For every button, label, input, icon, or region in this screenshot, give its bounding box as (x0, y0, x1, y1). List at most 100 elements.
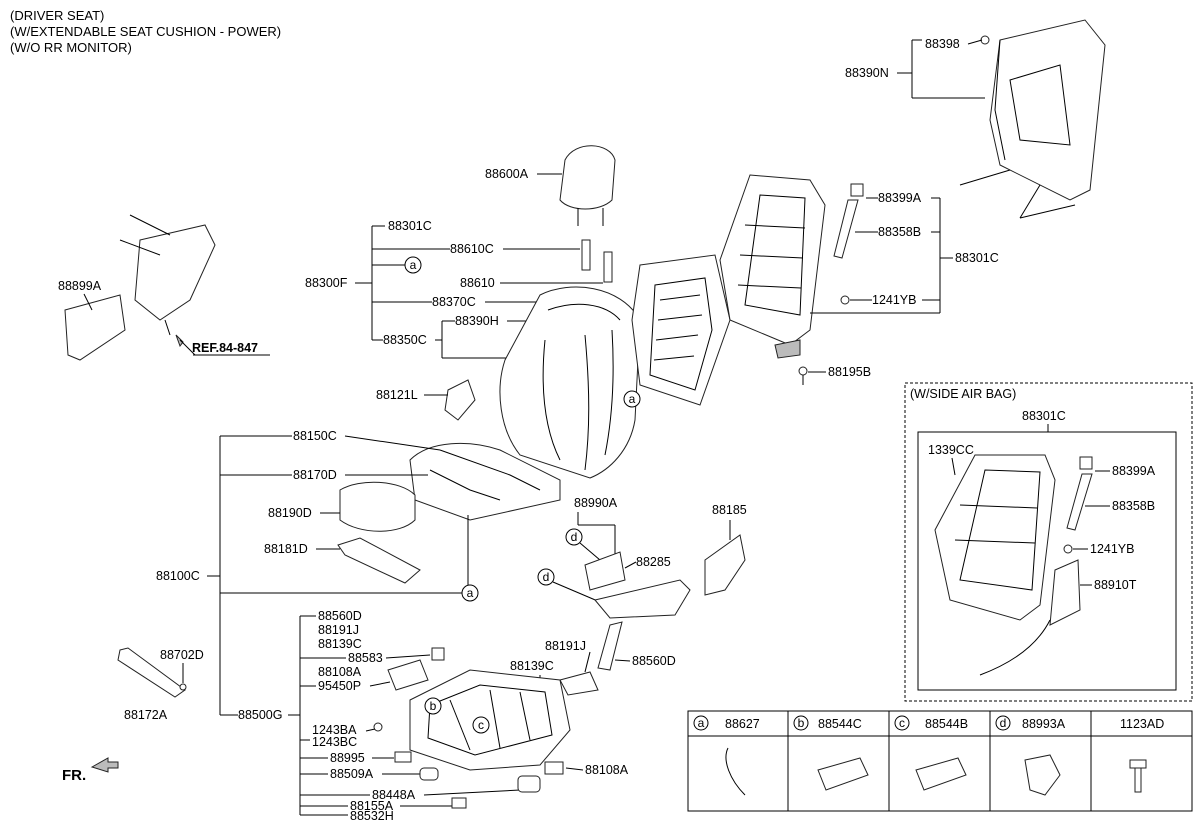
bolt-icon (1063, 544, 1073, 554)
switch-88990A (584, 551, 626, 591)
label-88285: 88285 (636, 555, 671, 569)
clip-icon (980, 35, 990, 45)
legend-key-c (894, 715, 910, 731)
sab-label-88301C: 88301C (1022, 409, 1066, 423)
svg-text:a: a (467, 586, 474, 600)
label-88301C-left: 88301C (388, 219, 432, 233)
seat-cushion-frame (409, 669, 571, 771)
label-88172A: 88172A (124, 708, 168, 722)
label-88702D: 88702D (160, 648, 204, 662)
legend-key-b (793, 715, 809, 731)
label-88583: 88583 (348, 651, 383, 665)
label-88150C: 88150C (293, 429, 337, 443)
clip-88702D (179, 683, 187, 691)
side-trim-88121L (444, 379, 476, 421)
label-88399A: 88399A (878, 191, 922, 205)
label-88610: 88610 (460, 276, 495, 290)
label-88191J-left: 88191J (318, 623, 359, 637)
callout-d (537, 568, 555, 586)
seatback-pad (631, 254, 731, 406)
label-88170D: 88170D (293, 468, 337, 482)
front-direction-label: FR. (62, 767, 86, 784)
label-88990A: 88990A (574, 496, 618, 510)
svg-text:a: a (629, 392, 636, 406)
headrest-guide-88610C (581, 239, 591, 271)
label-88139C-left: 88139C (318, 637, 362, 651)
label-88390N: 88390N (845, 66, 889, 80)
sab-label-88399A: 88399A (1112, 464, 1156, 478)
wire-clip-icon (725, 747, 746, 796)
label-88390H: 88390H (455, 314, 499, 328)
callout-c (472, 716, 490, 734)
label-88139C-right: 88139C (510, 659, 554, 673)
label-1243BC: 1243BC (312, 735, 357, 749)
sab-label-88358B: 88358B (1112, 499, 1155, 513)
bolt-icon (798, 366, 808, 376)
cushion-cover (409, 442, 561, 521)
label-88195B: 88195B (828, 365, 871, 379)
connector-88191J (559, 671, 599, 696)
motor-88509A (419, 767, 439, 781)
label-88300F: 88300F (305, 276, 348, 290)
sab-label-1339CC: 1339CC (928, 443, 974, 457)
side-airbag-module (1049, 559, 1081, 626)
label-88108A-left: 88108A (318, 665, 362, 679)
clip-strip-c-icon (915, 757, 967, 791)
label-88370C: 88370C (432, 295, 476, 309)
bracket-88899A (64, 214, 216, 361)
label-1243BA: 1243BA (312, 723, 357, 737)
ref-84-847-link[interactable]: REF.84-847 (192, 341, 258, 355)
header-line-2: (W/EXTENDABLE SEAT CUSHION - POWER) (10, 24, 281, 39)
sab-rod (1066, 473, 1093, 531)
label-88500G: 88500G (238, 708, 282, 722)
callout-a (623, 390, 641, 408)
seatback-rear-cover (959, 19, 1106, 219)
label-88191J-right: 88191J (545, 639, 586, 653)
label-88358B: 88358B (878, 225, 921, 239)
headrest-guide-88610 (603, 251, 613, 283)
sab-label-1241YB: 1241YB (1090, 542, 1134, 556)
label-88121L: 88121L (376, 388, 418, 402)
side-airbag-title: (W/SIDE AIR BAG) (910, 387, 1016, 401)
lumbar-connector (850, 183, 864, 197)
svg-text:b: b (798, 716, 805, 730)
seatback-frame (719, 174, 826, 359)
label-88532H: 88532H (350, 809, 394, 820)
label-88995: 88995 (330, 751, 365, 765)
label-88185: 88185 (712, 503, 747, 517)
bolt-icon (840, 295, 850, 305)
front-arrow-icon (90, 757, 119, 773)
connector-88583 (431, 647, 445, 661)
header-line-1: (DRIVER SEAT) (10, 8, 104, 23)
legend-code-1123AD: 1123AD (1120, 717, 1164, 731)
label-88448A: 88448A (372, 788, 416, 802)
legend-code-88544B: 88544B (925, 717, 968, 731)
label-88108A-right: 88108A (585, 763, 629, 777)
bolt-icon (1129, 759, 1147, 793)
label-88100C: 88100C (156, 569, 200, 583)
side-airbag-inner-box (917, 431, 1177, 691)
svg-text:a: a (410, 258, 417, 272)
extension-cushion-88190D (339, 481, 416, 532)
side-airbag-box (904, 382, 1193, 702)
side-shield-88285 (594, 579, 691, 619)
label-88301C-right: 88301C (955, 251, 999, 265)
part-88108A (544, 761, 564, 775)
sab-label-88910T: 88910T (1094, 578, 1137, 592)
callout-d (565, 528, 583, 546)
bolt-icon (373, 722, 383, 732)
label-95450P: 95450P (318, 679, 361, 693)
legend-key-d (995, 715, 1011, 731)
motor-88448A (517, 775, 541, 793)
legend-key-a (693, 715, 709, 731)
label-88190D: 88190D (268, 506, 312, 520)
legend-table: a 88627 b 88544C c 88544B d 88993A 1123A… (687, 710, 1193, 812)
label-88560D-right: 88560D (632, 654, 676, 668)
label-1241YB: 1241YB (872, 293, 916, 307)
clip-strip-b-icon (817, 757, 869, 791)
label-88350C: 88350C (383, 333, 427, 347)
label-88155A: 88155A (350, 799, 394, 813)
sab-connector (1079, 456, 1093, 470)
legend-code-88627: 88627 (725, 717, 760, 731)
